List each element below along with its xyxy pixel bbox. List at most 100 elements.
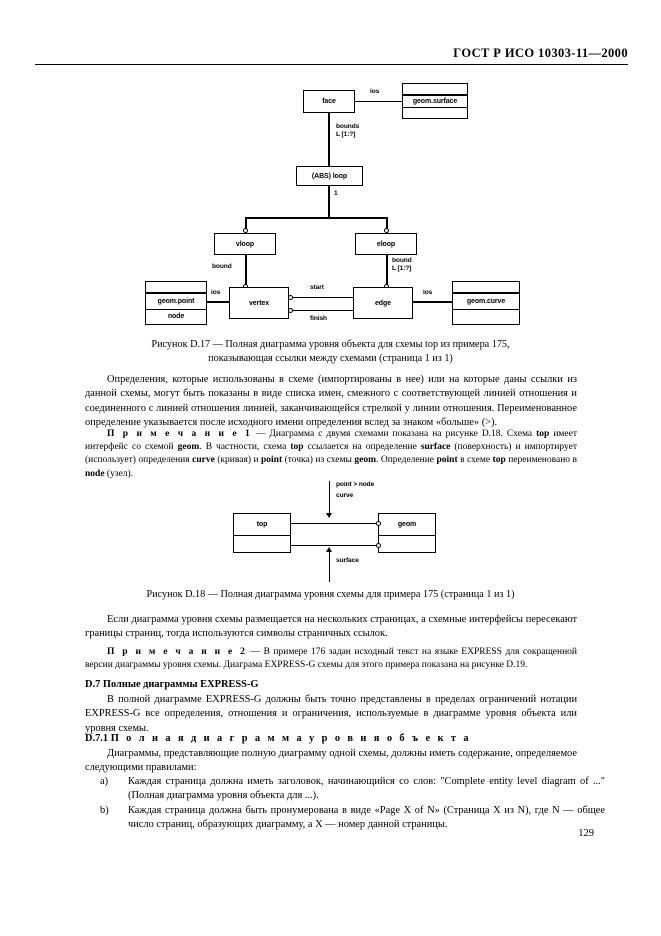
optional-circle-start (287, 294, 293, 300)
optional-circle-geom-upper (375, 520, 381, 526)
optional-circle-geom-lower (375, 542, 381, 548)
list-item: b) Каждая страница должна быть пронумеров… (100, 804, 605, 833)
node-geom-point: geom.point node (145, 281, 207, 325)
edge-label-ios-right: ios (423, 289, 433, 296)
node-vertex: vertex (229, 287, 289, 319)
edge-geompoint-to-vertex (207, 301, 229, 303)
paragraph-page-spanning: Если диаграмма уровня схемы размещается … (85, 614, 577, 640)
heading-d71-text: П о л н а я д и а г р а м м а у р о в н … (110, 733, 471, 744)
edge-top-to-geom-lower (291, 545, 378, 547)
geom-curve-cell-bottom (453, 310, 519, 323)
figure-d18-caption: Рисунок D.18 — Полная диаграмма уровня с… (146, 589, 515, 600)
note-1-text: — Диаграмма с двумя схемами показана на … (85, 429, 578, 479)
geom-surface-cell-bottom (403, 108, 467, 118)
node-face: face (303, 90, 355, 113)
heading-d7: D.7 Полные диаграммы EXPRESS-G (85, 679, 259, 690)
edge-edge-to-geomcurve (413, 301, 452, 303)
node-vertex-label: vertex (248, 299, 270, 307)
arrow-down-icon (326, 513, 332, 518)
geom-surface-cell-top (403, 84, 467, 95)
edge-label-bound-right: bound L [1:?] (392, 257, 412, 273)
edge-label-ios-left: ios (211, 289, 221, 296)
edge-vloop-to-vertex (245, 255, 247, 288)
node-face-label: face (322, 98, 336, 105)
page-header-standard-number: ГОСТ Р ИСО 10303-11—2000 (453, 46, 628, 60)
edge-label-bound-left: bound (212, 263, 232, 270)
heading-d71-number: D.7.1 (85, 733, 111, 744)
heading-d71: D.7.1 П о л н а я д и а г р а м м а у р … (85, 733, 577, 744)
node-edge: edge (353, 287, 413, 319)
edge-label-ios-top: ios (370, 88, 380, 95)
top-cell-bottom (234, 536, 290, 552)
note-1-label: П р и м е ч а н и е 1 (107, 429, 252, 439)
list-item-marker-a: a) (100, 776, 109, 787)
node-geom: geom (378, 513, 436, 553)
edge-top-to-geom-upper (291, 523, 378, 525)
edge-label-finish: finish (310, 315, 327, 322)
edge-fork-to-vloop (245, 217, 247, 233)
edge-label-curve: curve (336, 492, 354, 499)
optional-circle-vloop (243, 228, 249, 233)
note-2-text: — В примере 176 задан исходный текст на … (85, 647, 577, 671)
top-name-cell: top (234, 514, 290, 536)
list-item-marker-b: b) (100, 805, 109, 816)
geom-name-cell: geom (379, 514, 435, 536)
node-edge-label: edge (375, 299, 391, 307)
edge-loop-fork-bar (245, 217, 388, 219)
edge-face-to-geomsurface (355, 100, 402, 103)
node-top: top (233, 513, 291, 553)
node-geom-curve-label: geom.curve (466, 298, 506, 305)
node-vloop-label: vloop (235, 240, 255, 248)
node-abs-loop: (ABS) loop (296, 166, 363, 186)
node-top-label: top (256, 521, 268, 528)
edge-label-point-node: point > node (336, 481, 375, 488)
list-item-text-a: Каждая страница должна иметь заголовок, … (128, 776, 605, 802)
paragraph-complete-diagrams: В полной диаграмме EXPRESS-G должны быть… (85, 694, 577, 734)
note-2-label: П р и м е ч а н и е 2 (107, 647, 248, 657)
figure-d17-diagram: face ios geom.surface bounds L [1:?] (AB… (140, 83, 530, 335)
node-node-label: node (167, 313, 185, 320)
page-number: 129 (578, 828, 594, 839)
node-geom-point-label: geom.point (157, 298, 195, 305)
edge-label-one: 1 (334, 190, 338, 197)
edge-start (289, 297, 353, 299)
node-abs-loop-label: (ABS) loop (311, 172, 348, 180)
note-1: П р и м е ч а н и е 1 — Диаграмма с двум… (85, 428, 577, 481)
node-eloop-label: eloop (376, 240, 396, 248)
note-2: П р и м е ч а н и е 2 — В примере 176 за… (85, 646, 577, 672)
optional-circle-finish (287, 307, 293, 313)
edge-eloop-to-edge (386, 255, 388, 288)
paragraph-rules-intro: Диаграммы, представляющие полную диаграм… (85, 748, 577, 774)
geom-curve-name-cell: geom.curve (453, 293, 519, 310)
edge-label-bounds: bounds L [1:?] (336, 123, 360, 139)
figure-d17-caption-line1: Рисунок D.17 — Полная диаграмма уровня о… (151, 339, 510, 350)
edge-interface-point-curve (329, 481, 331, 515)
header-rule (35, 64, 628, 65)
node-eloop: eloop (355, 233, 417, 255)
edge-loop-fork-stem (328, 186, 330, 218)
geom-point-node-cell: node (146, 310, 206, 323)
node-geom-surface: geom.surface (402, 83, 468, 119)
node-geom-label: geom (397, 521, 417, 528)
figure-d17-caption: Рисунок D.17 — Полная диаграмма уровня о… (50, 338, 611, 367)
figure-d18-diagram: point > node curve top geom surface (200, 481, 470, 582)
edge-label-surface: surface (336, 557, 359, 564)
geom-surface-name-cell: geom.surface (403, 95, 467, 108)
edge-finish (289, 310, 353, 312)
list-item: a) Каждая страница должна иметь заголовок… (100, 775, 605, 804)
paragraph-definitions: Определения, которые использованы в схем… (85, 374, 577, 428)
edge-label-start: start (310, 284, 324, 291)
node-geom-curve: geom.curve (452, 281, 520, 325)
node-geom-surface-label: geom.surface (412, 98, 458, 105)
edge-face-to-loop (328, 113, 330, 166)
edge-interface-surface (329, 552, 331, 582)
figure-d17-caption-line2: показывающая ссылки между схемами (стран… (208, 353, 453, 365)
optional-circle-eloop (384, 228, 390, 233)
geom-cell-bottom (379, 536, 435, 552)
list-item-text-b: Каждая страница должна быть пронумерован… (128, 805, 605, 831)
node-vloop: vloop (214, 233, 276, 255)
edge-fork-to-eloop (386, 217, 388, 233)
geom-point-name-cell: geom.point (146, 293, 206, 310)
geom-curve-cell-top (453, 282, 519, 293)
